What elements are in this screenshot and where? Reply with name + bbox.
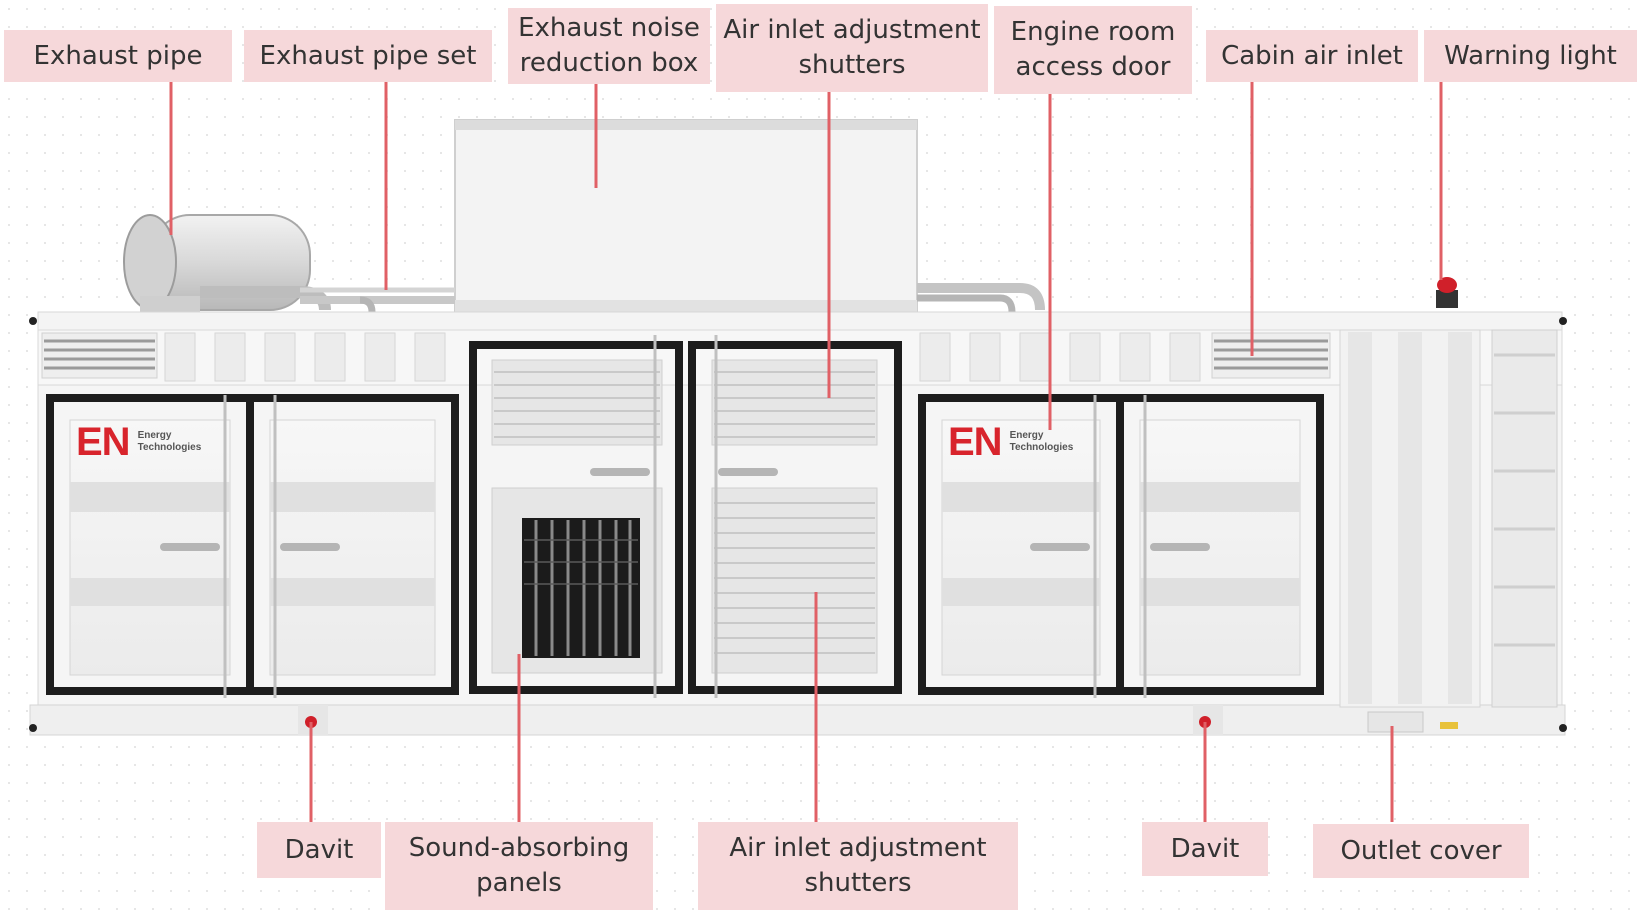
- brand-logo-mark: EN: [948, 420, 1003, 464]
- davit-left-marker: [298, 705, 328, 735]
- label-text: Warning light: [1444, 40, 1617, 71]
- brand-line-2: Technologies: [137, 442, 202, 453]
- brand-line-2: Technologies: [1009, 442, 1074, 453]
- container-body: [29, 311, 1567, 736]
- exhaust-pipe-muffler: [123, 214, 311, 312]
- label-air-inlet-shutters-bottom: Air inlet adjustment shutters: [698, 822, 1018, 910]
- label-text: Cabin air inlet: [1221, 40, 1403, 71]
- label-text: Davit: [1170, 833, 1240, 864]
- davit-right-marker: [1193, 705, 1223, 735]
- label-davit-right: Davit: [1142, 822, 1268, 876]
- label-text: Exhaust pipe: [33, 40, 203, 71]
- label-davit-left: Davit: [257, 822, 381, 878]
- label-sound-absorbing-panels: Sound-absorbing panels: [385, 822, 653, 910]
- exhaust-pipe-set: [200, 283, 1045, 313]
- cabin-air-inlet-louver: [1211, 332, 1331, 379]
- label-text-line-2: shutters: [804, 868, 912, 898]
- label-text: Outlet cover: [1340, 835, 1502, 866]
- label-text: Davit: [284, 834, 354, 865]
- label-exhaust-pipe: Exhaust pipe: [4, 30, 232, 82]
- door-frame-left: [46, 394, 459, 698]
- sound-absorbing-grille: [522, 518, 640, 658]
- brand-logo-mark: EN: [76, 420, 131, 464]
- outlet-cover-marker: [1367, 711, 1458, 733]
- brand-logo-text: Energy Technologies: [138, 430, 202, 454]
- corrugated-end-panel: [1339, 329, 1558, 708]
- label-text-line-1: Air inlet adjustment: [723, 15, 981, 45]
- leader-lines: [169, 82, 1443, 822]
- door-frame-right: [918, 394, 1324, 698]
- brand-logo-right: EN Energy Technologies: [948, 422, 1073, 462]
- label-text-line-1: Air inlet adjustment: [729, 833, 987, 863]
- brand-line-1: Energy: [1009, 430, 1044, 441]
- label-warning-light: Warning light: [1424, 30, 1637, 82]
- label-exhaust-pipe-set: Exhaust pipe set: [244, 30, 492, 82]
- label-text: Exhaust pipe set: [259, 40, 477, 71]
- label-air-inlet-shutters-top: Air inlet adjustment shutters: [716, 4, 988, 92]
- label-cabin-air-inlet: Cabin air inlet: [1206, 30, 1418, 82]
- label-exhaust-noise-box: Exhaust noise reduction box: [508, 8, 710, 84]
- warning-light: [1436, 277, 1458, 308]
- label-text-line-2: shutters: [798, 50, 906, 80]
- label-text-line-2: access door: [1015, 52, 1171, 82]
- label-text-line-1: Exhaust noise: [518, 13, 700, 43]
- label-outlet-cover: Outlet cover: [1313, 824, 1529, 878]
- brand-logo-text: Energy Technologies: [1010, 430, 1074, 454]
- label-text-line-1: Sound-absorbing: [408, 833, 630, 863]
- label-text-line-1: Engine room: [1010, 17, 1176, 47]
- label-engine-room-access-door: Engine room access door: [994, 6, 1192, 94]
- label-text-line-2: reduction box: [519, 48, 699, 78]
- cabin-louver-left: [41, 332, 158, 379]
- exhaust-noise-box: [454, 119, 918, 313]
- brand-logo-left: EN Energy Technologies: [76, 422, 201, 462]
- brand-line-1: Energy: [137, 430, 172, 441]
- label-text-line-2: panels: [476, 868, 562, 898]
